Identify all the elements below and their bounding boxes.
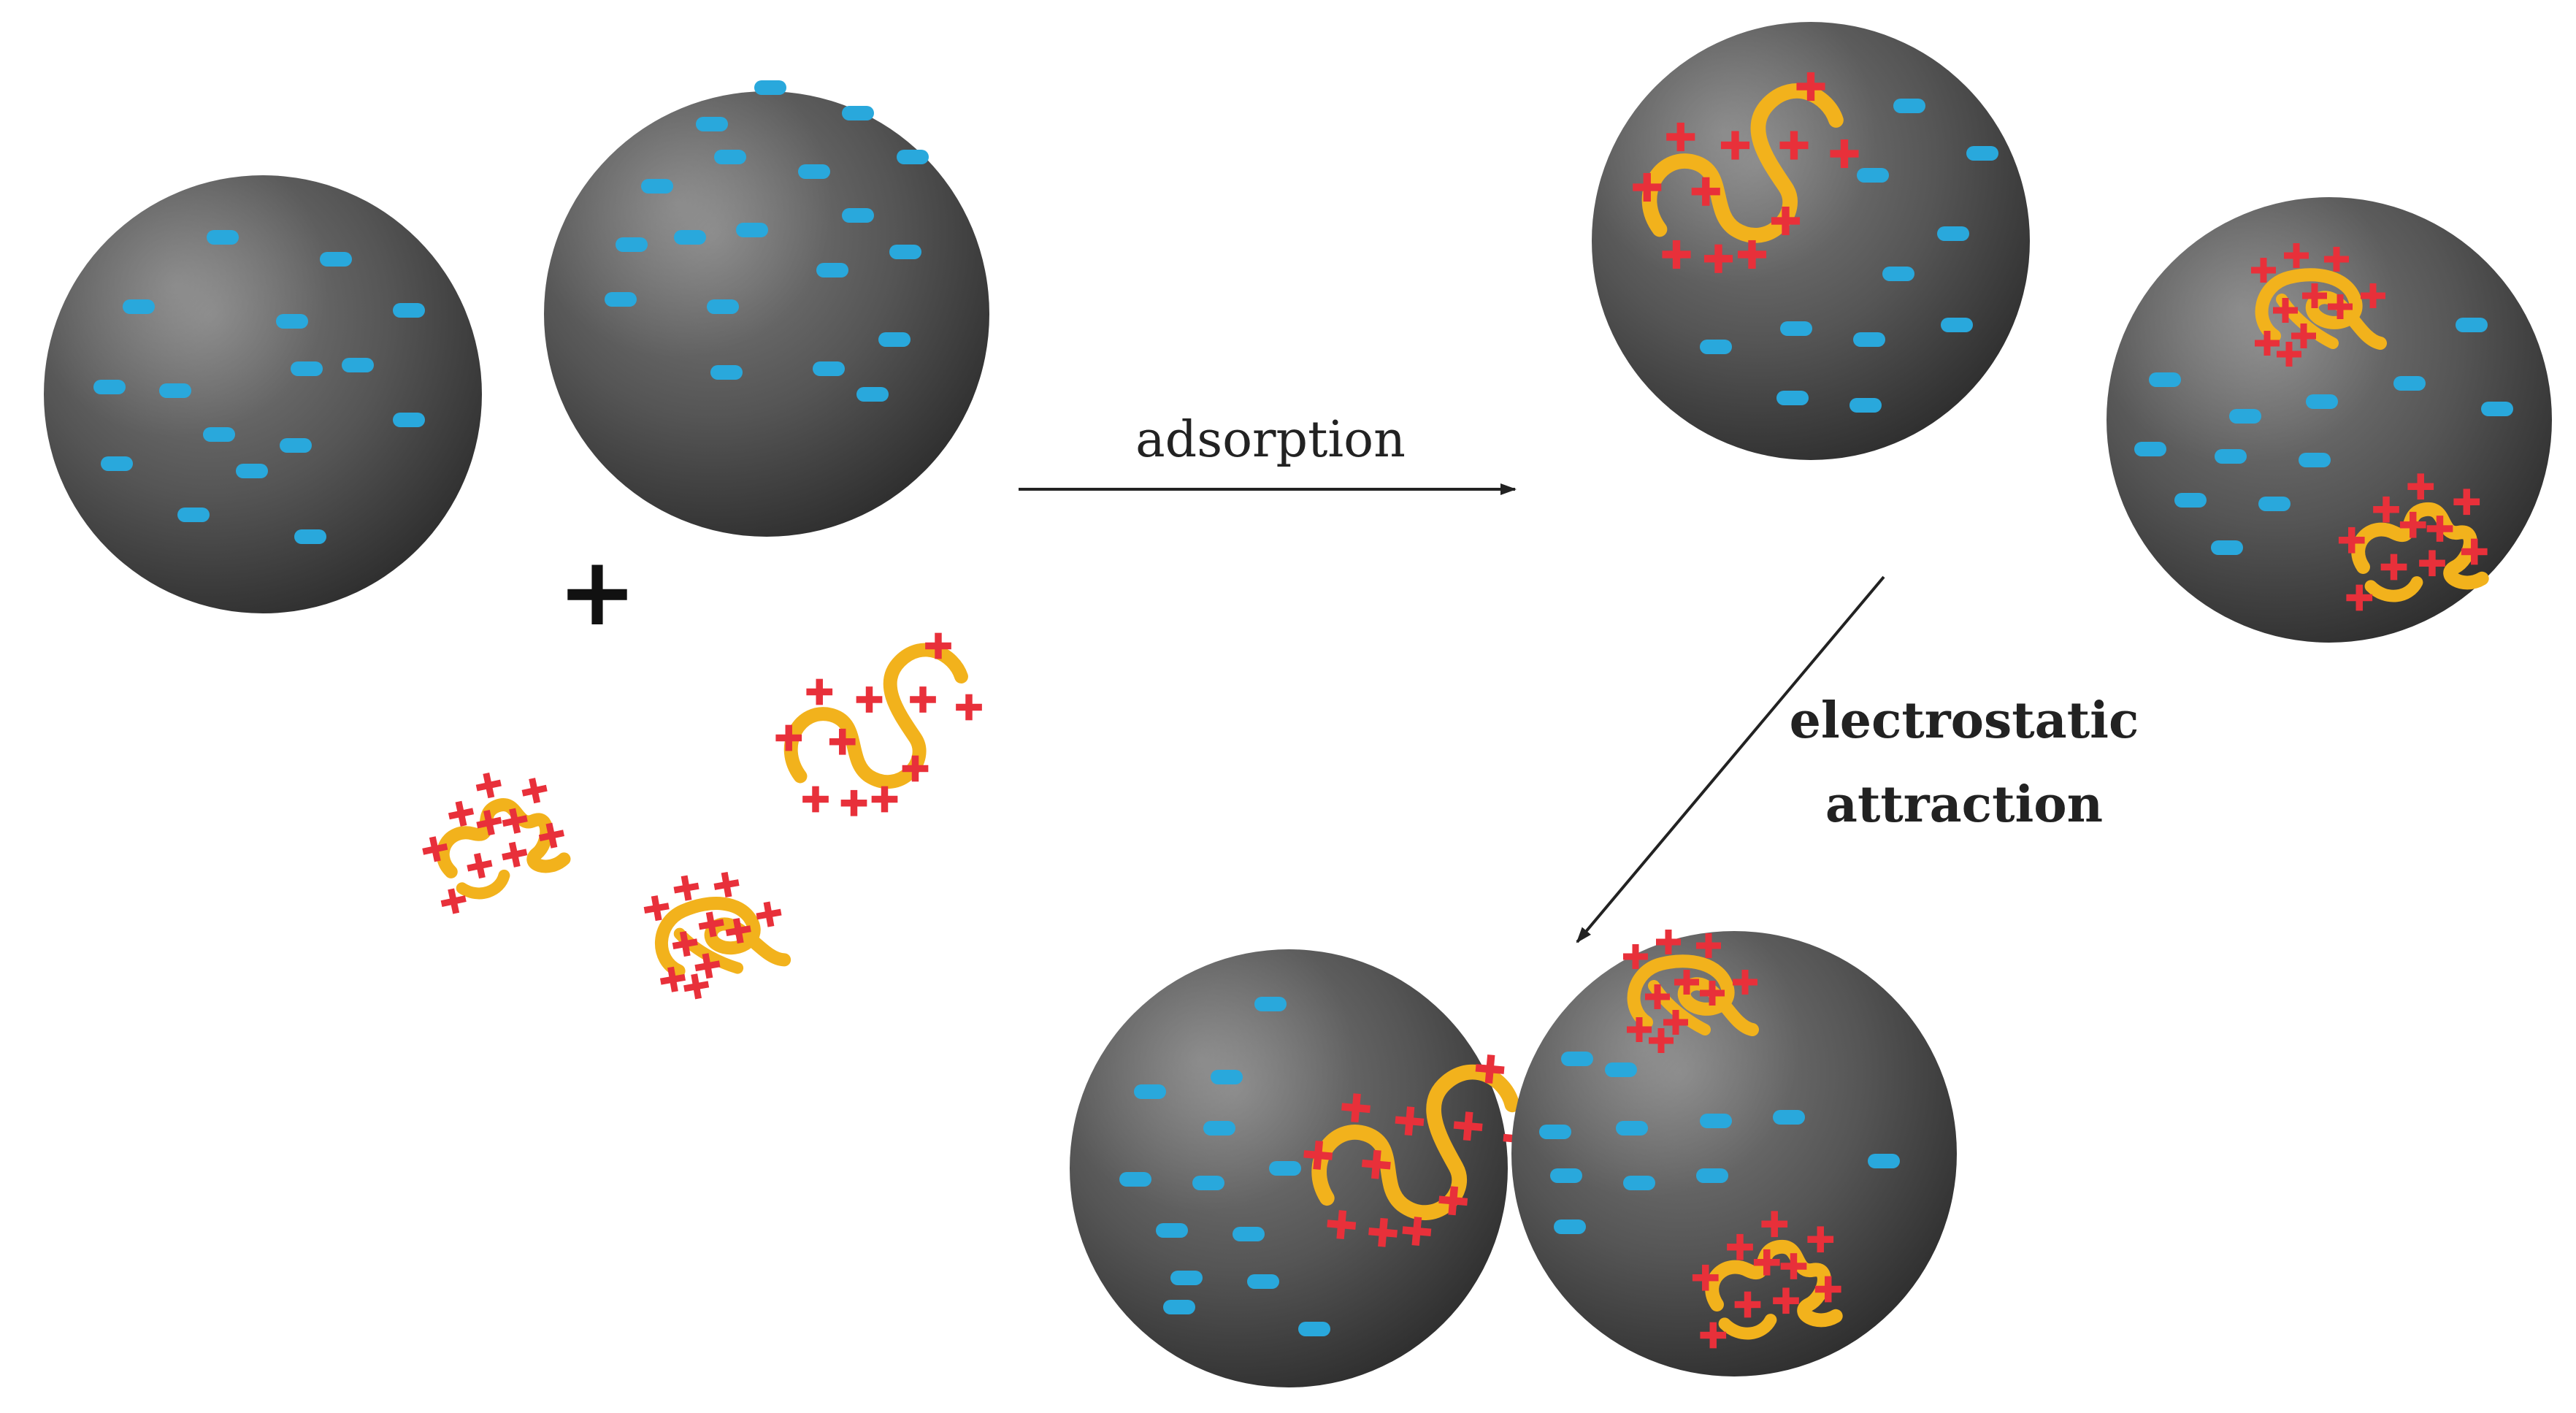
electrostatic-label-line2: attraction bbox=[1825, 776, 2103, 834]
flocculated-particle-right bbox=[1511, 930, 1957, 1376]
free-polymer-fold bbox=[640, 860, 794, 1005]
electrostatic-arrow bbox=[1576, 575, 1885, 943]
coated-particle-1 bbox=[1592, 22, 2030, 460]
electrostatic-label-line1: electrostatic bbox=[1790, 692, 2139, 750]
free-polymer-curl bbox=[410, 760, 575, 917]
flocculated-particle-left bbox=[1070, 949, 1539, 1387]
bare-particle-left bbox=[44, 175, 482, 613]
adsorption-label: adsorption bbox=[1135, 411, 1406, 469]
coated-particle-2 bbox=[2107, 197, 2552, 643]
plus-sign: + bbox=[558, 536, 637, 647]
bare-particle-right bbox=[544, 80, 989, 537]
free-polymer-s bbox=[775, 633, 981, 816]
